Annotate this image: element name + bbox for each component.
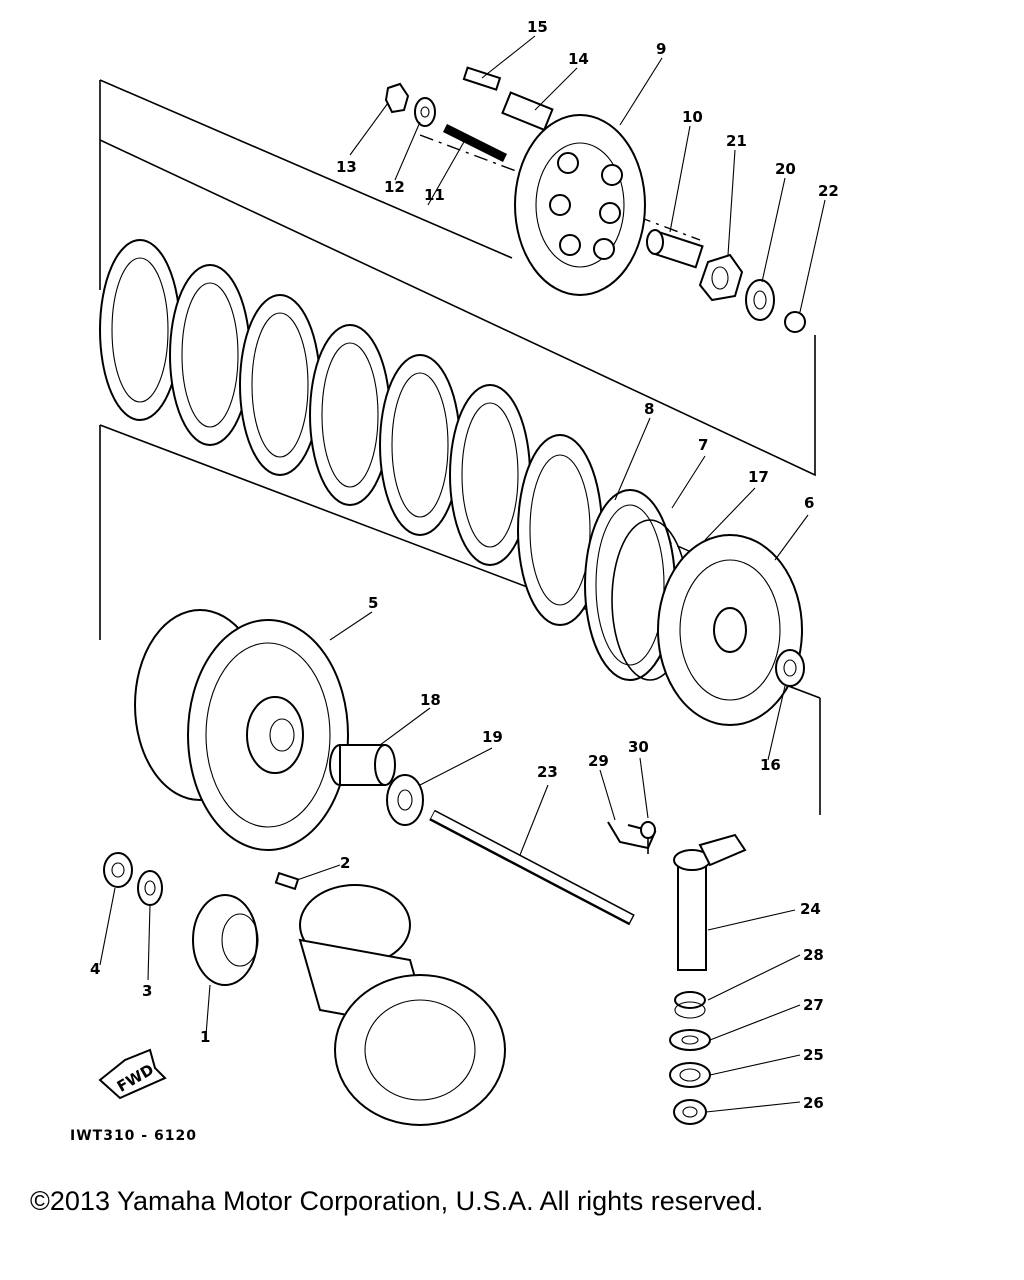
exploded-clutch-diagram: FWD 1 2 3 4 xyxy=(90,18,839,1126)
callout-5: 5 xyxy=(368,594,378,612)
washer-3 xyxy=(137,870,163,906)
copyright-notice: ©2013 Yamaha Motor Corporation, U.S.A. A… xyxy=(30,1186,764,1216)
callout-8: 8 xyxy=(644,400,654,418)
spring-28 xyxy=(674,991,706,1019)
spring-14 xyxy=(501,91,554,132)
leader-lines xyxy=(99,35,826,1113)
callout-16: 16 xyxy=(760,756,781,774)
callout-9: 9 xyxy=(656,40,666,58)
fwd-arrow-icon: FWD xyxy=(98,1048,167,1100)
push-rod-23 xyxy=(429,809,635,926)
ball-22 xyxy=(784,311,806,333)
callout-numbers: 1 2 3 4 5 6 7 8 9 10 11 12 13 14 15 16 1… xyxy=(90,18,839,1112)
stud-11 xyxy=(442,123,508,163)
bushing-18 xyxy=(329,744,396,786)
callout-12: 12 xyxy=(384,178,405,196)
bearing-26 xyxy=(673,1099,707,1125)
callout-20: 20 xyxy=(775,160,796,178)
callout-11: 11 xyxy=(424,186,445,204)
primary-drive-gear-1 xyxy=(192,894,259,986)
nut-21 xyxy=(698,253,744,302)
callout-19: 19 xyxy=(482,728,503,746)
drawing-code: IWT310 - 6120 xyxy=(70,1128,197,1144)
callout-2: 2 xyxy=(340,854,350,872)
washer-27 xyxy=(669,1029,711,1051)
callout-26: 26 xyxy=(803,1094,824,1112)
clutch-housing-5 xyxy=(134,609,349,851)
screw-30 xyxy=(640,821,656,854)
callout-13: 13 xyxy=(336,158,357,176)
clutch-plates xyxy=(99,239,603,626)
washer-16 xyxy=(775,649,805,687)
callout-6: 6 xyxy=(804,494,814,512)
callout-30: 30 xyxy=(628,738,649,756)
bolt-15 xyxy=(462,66,502,91)
callout-7: 7 xyxy=(698,436,708,454)
callout-4: 4 xyxy=(90,960,100,978)
callout-27: 27 xyxy=(803,996,824,1014)
callout-23: 23 xyxy=(537,763,558,781)
callout-14: 14 xyxy=(568,50,589,68)
push-lever-24 xyxy=(673,833,747,971)
clutch-boss-6 xyxy=(657,534,803,726)
oil-seal-25 xyxy=(669,1062,711,1088)
callout-28: 28 xyxy=(803,946,824,964)
callout-10: 10 xyxy=(682,108,703,126)
crankshaft xyxy=(298,884,506,1126)
callout-18: 18 xyxy=(420,691,441,709)
nut-4 xyxy=(103,852,133,888)
washer-12 xyxy=(414,97,436,127)
lock-washer-20 xyxy=(745,279,775,321)
washer-19 xyxy=(386,774,424,826)
callout-25: 25 xyxy=(803,1046,824,1064)
pressure-plate-9 xyxy=(514,114,646,296)
callout-15: 15 xyxy=(527,18,548,36)
callout-3: 3 xyxy=(142,982,152,1000)
callout-22: 22 xyxy=(818,182,839,200)
callout-1: 1 xyxy=(200,1028,210,1046)
callout-24: 24 xyxy=(800,900,821,918)
nut-13 xyxy=(384,82,410,114)
callout-21: 21 xyxy=(726,132,747,150)
key-2 xyxy=(274,871,300,891)
callout-17: 17 xyxy=(748,468,769,486)
push-piece-10 xyxy=(646,229,704,269)
pressure-plate-7 xyxy=(584,489,676,681)
callout-29: 29 xyxy=(588,752,609,770)
